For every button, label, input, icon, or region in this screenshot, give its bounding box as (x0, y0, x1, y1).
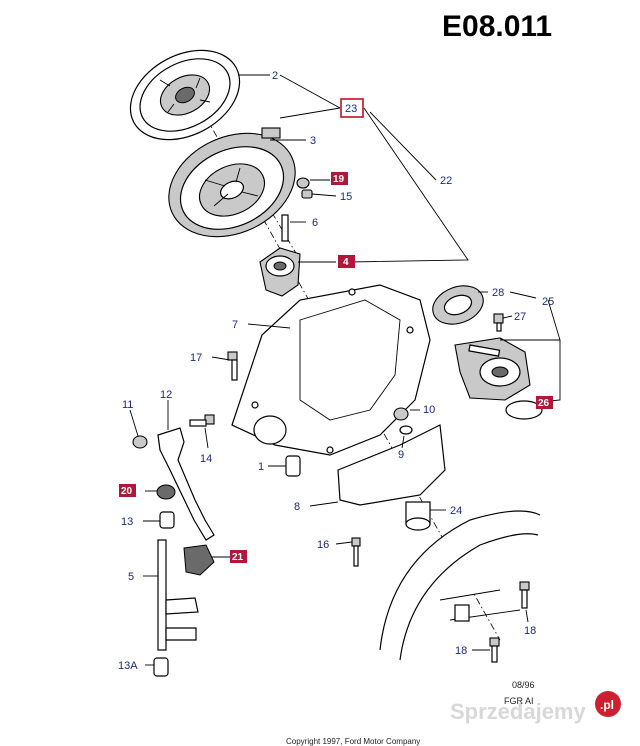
nut-10 (393, 407, 409, 421)
bell-housing (379, 510, 541, 661)
bolt-17 (227, 351, 238, 381)
pressure-plate (168, 127, 296, 238)
bolt-16 (351, 537, 361, 567)
callout-7: 7 (232, 319, 238, 331)
callout-15: 15 (340, 191, 352, 203)
slave-cylinder-25 (432, 285, 531, 401)
nut-19 (296, 177, 310, 189)
callout-11: 11 (122, 399, 133, 411)
callout-18-lower: 18 (455, 645, 467, 657)
callout-19: 19 (333, 174, 345, 185)
bush-20 (156, 484, 176, 500)
washer-9 (399, 425, 413, 435)
callout-21: 21 (232, 552, 244, 563)
callout-13a: 13A (118, 660, 138, 672)
callout-4-box (338, 255, 355, 268)
callout-8: 8 (294, 501, 300, 513)
callout-6: 6 (312, 217, 318, 229)
watermark-badge-text: .pl (600, 698, 614, 712)
sleeve-1 (285, 455, 301, 477)
release-fork-12 (157, 427, 215, 541)
callout-10: 10 (423, 404, 435, 416)
plate-8 (337, 424, 446, 506)
bush-13a (153, 657, 169, 677)
callout-16: 16 (317, 539, 329, 551)
callout-23-box (340, 98, 364, 118)
leader-lines (129, 74, 561, 666)
callout-28: 28 (492, 287, 504, 299)
date-code: 08/96 (512, 680, 535, 690)
bush-13 (159, 511, 175, 529)
reference-code: FGR AI (504, 696, 534, 706)
callout-19-box (331, 172, 348, 185)
bush-24 (405, 501, 431, 531)
diagram-title: E08.011 (442, 10, 552, 43)
seal-ring-26 (505, 400, 543, 420)
callout-17: 17 (190, 352, 202, 364)
copyright-notice: Copyright 1997, Ford Motor Company (286, 737, 420, 746)
callout-22: 22 (440, 175, 452, 187)
callout-2: 2 (272, 70, 278, 82)
bolt-18-lower (489, 637, 500, 663)
shaft-5 (157, 539, 199, 651)
callout-14: 14 (200, 453, 212, 465)
callout-9: 9 (398, 449, 404, 461)
bracket-21 (183, 544, 215, 576)
callout-24: 24 (450, 505, 462, 517)
callout-1: 1 (258, 461, 264, 473)
release-bearing (259, 247, 301, 297)
bolt-18-upper (519, 581, 530, 609)
callout-25: 25 (542, 296, 554, 308)
watermark-badge-icon: .pl (595, 691, 621, 717)
pin-6 (281, 214, 289, 242)
callout-5: 5 (128, 571, 134, 583)
callout-18-upper: 18 (524, 625, 536, 637)
callout-26-box (536, 396, 553, 409)
callout-3: 3 (310, 135, 316, 147)
callout-27: 27 (514, 311, 526, 323)
callout-26: 26 (538, 398, 550, 409)
bolt-27 (493, 313, 504, 332)
callout-20-box (119, 484, 136, 497)
callout-4: 4 (343, 257, 349, 268)
nut-11 (132, 435, 148, 449)
bolt-15 (301, 189, 313, 199)
callout-20: 20 (121, 486, 133, 497)
callout-21-box (230, 550, 247, 563)
callout-12: 12 (160, 389, 172, 401)
watermark-text: Sprzedajemy (450, 699, 586, 724)
callout-23: 23 (345, 103, 357, 115)
callout-13: 13 (121, 516, 133, 528)
clutch-disc (129, 49, 241, 141)
bolt-14 (189, 414, 215, 427)
